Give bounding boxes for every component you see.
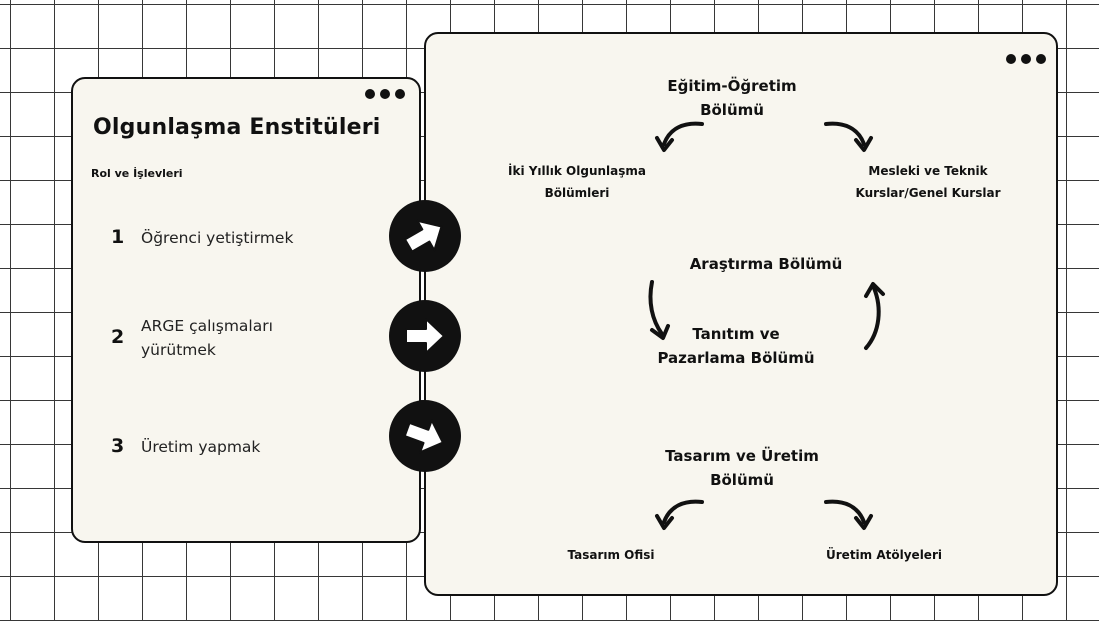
list-item: 2 ARGE çalışmaları yürütmek [111,314,291,362]
curved-arrow-icon [648,280,670,340]
education-right-child: Mesleki ve Teknik Kurslar/Genel Kurslar [855,164,1001,200]
list-item: 1 Öğrenci yetiştirmek [111,226,361,250]
curved-arrow-icon [655,121,704,152]
design-title: Tasarım ve Üretim Bölümü [665,447,819,489]
arrow-right-circle-icon[interactable] [389,300,461,372]
item-text: Öğrenci yetiştirmek [141,229,294,247]
departments-card: Eğitim-Öğretim Bölümü İki Yıllık Olgunla… [424,32,1058,596]
curved-arrow-icon [864,282,885,350]
curved-arrow-icon [655,499,704,530]
research-linked-dept: Tanıtım ve Pazarlama Bölümü [657,325,815,367]
more-dots-icon[interactable] [365,89,405,99]
more-dots-icon[interactable] [1006,54,1046,64]
education-title: Eğitim-Öğretim Bölümü [667,77,797,119]
arrow-right-circle-icon[interactable] [389,400,461,472]
design-right-child: Üretim Atölyeleri [826,548,942,562]
research-title: Araştırma Bölümü [689,255,843,273]
item-number: 2 [111,326,125,348]
item-text: ARGE çalışmaları yürütmek [141,317,273,359]
curved-arrow-icon [824,499,873,530]
design-left-child: Tasarım Ofisi [567,548,655,562]
item-number: 1 [111,226,125,248]
item-number: 3 [111,435,125,457]
card-subtitle: Rol ve İşlevleri [91,167,183,180]
curved-arrow-icon [824,121,873,152]
list-item: 3 Üretim yapmak [111,435,361,459]
education-left-child: İki Yıllık Olgunlaşma Bölümleri [508,164,646,200]
roles-card: Olgunlaşma Enstitüleri Rol ve İşlevleri … [71,77,421,543]
card-title: Olgunlaşma Enstitüleri [93,115,381,140]
item-text: Üretim yapmak [141,438,261,456]
arrow-right-circle-icon[interactable] [389,200,461,272]
